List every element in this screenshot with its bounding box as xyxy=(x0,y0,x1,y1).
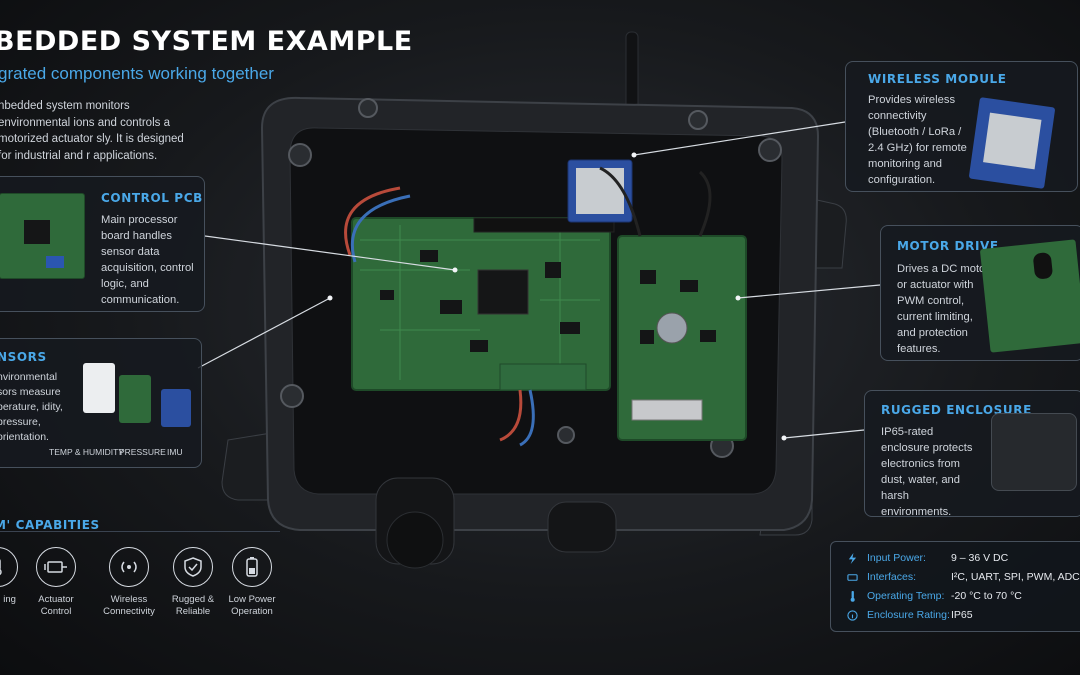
sensor-caption-temp: TEMP & HUMIDITY xyxy=(49,447,124,457)
temp-humidity-sensor xyxy=(83,363,115,413)
bolt-icon xyxy=(848,553,857,564)
antenna xyxy=(625,31,639,113)
capability-label: ental ing xyxy=(0,594,16,605)
imu-sensor xyxy=(161,389,191,427)
motor-drive-title: MOTOR DRIVE xyxy=(897,239,999,253)
spec-value: I²C, UART, SPI, PWM, ADC, GPIO xyxy=(951,571,1080,583)
battery-icon xyxy=(232,547,272,587)
capability-wireless-connectivity: Wireless Connectivity xyxy=(97,547,161,618)
terminal-block xyxy=(499,363,587,391)
control-pcb-card: CONTROL PCB Main processor board handles… xyxy=(0,176,205,312)
thermometer-icon xyxy=(0,547,18,587)
pcb-components xyxy=(380,250,580,352)
sensors-description: nvironmental sors measure perature, idit… xyxy=(0,371,63,443)
processor-chip xyxy=(477,269,529,315)
rugged-enclosure-thumbnail xyxy=(991,413,1077,491)
capabilities-divider xyxy=(0,531,280,532)
control-pcb-thumbnail xyxy=(0,193,85,279)
info-icon xyxy=(847,610,858,621)
pressure-sensor xyxy=(119,375,151,423)
wireless-icon xyxy=(109,547,149,587)
capability-label: Wireless Connectivity xyxy=(103,594,155,617)
wireless-module-description: Provides wireless connectivity (Bluetoot… xyxy=(868,94,967,186)
sensor-caption-imu: IMU xyxy=(167,447,183,457)
capacitor xyxy=(656,312,688,344)
control-pcb-description: Main processor board handles sensor data… xyxy=(101,214,194,306)
rugged-enclosure-description: IP65-rated enclosure protects electronic… xyxy=(881,426,973,517)
cable-gland xyxy=(375,477,455,569)
capability-rugged-reliable: Rugged & Reliable xyxy=(161,547,225,618)
motor-drive-card: MOTOR DRIVE Drives a DC motor or actuato… xyxy=(880,225,1080,361)
capability-environmental-sensing: ental ing xyxy=(0,547,30,606)
sensors-card: NSORS nvironmental sors measure perature… xyxy=(0,338,202,468)
shield-icon xyxy=(173,547,213,587)
motor-terminal xyxy=(631,399,703,421)
page-title: BEDDED SYSTEM EXAMPLE xyxy=(0,26,413,57)
motor-icon xyxy=(36,547,76,587)
motor-drive-description: Drives a DC motor or actuator with PWM c… xyxy=(897,263,990,355)
callout-lines xyxy=(197,121,881,439)
specs-panel: Input Power: 9 – 36 V DC Interfaces: I²C… xyxy=(830,541,1080,632)
thermometer-icon xyxy=(850,591,855,602)
spec-value: 9 – 36 V DC xyxy=(951,552,1009,564)
spec-value: IP65 xyxy=(951,609,973,621)
spec-value: -20 °C to 70 °C xyxy=(951,590,1022,602)
capability-low-power: Low Power Operation xyxy=(220,547,284,618)
capability-label: Actuator Control xyxy=(38,594,74,617)
spec-label: Operating Temp: xyxy=(867,590,945,602)
wireless-module-card: WIRELESS MODULE Provides wireless connec… xyxy=(845,61,1078,192)
spec-label: Enclosure Rating: xyxy=(867,609,950,621)
page-subtitle: grated components working together xyxy=(0,64,274,83)
spec-label: Interfaces: xyxy=(867,571,917,583)
capability-label: Rugged & Reliable xyxy=(171,594,215,617)
sensors-title: NSORS xyxy=(0,350,47,364)
cable-gland xyxy=(547,501,617,553)
spec-label: Input Power: xyxy=(867,552,926,564)
interface-icon xyxy=(847,574,858,581)
capability-actuator-control: Actuator Control xyxy=(24,547,88,618)
motor-drive-thumbnail xyxy=(979,239,1080,353)
capability-label: Low Power Operation xyxy=(228,594,276,617)
rugged-enclosure-card: RUGGED ENCLOSURE IP65-rated enclosure pr… xyxy=(864,390,1080,517)
wireless-module-title: WIRELESS MODULE xyxy=(868,72,1007,86)
wireless-module-thumbnail xyxy=(968,97,1056,189)
sensor-caption-pressure: PRESSURE xyxy=(119,447,166,457)
control-pcb-title: CONTROL PCB xyxy=(101,191,203,205)
intro-text: nbedded system monitors environmental io… xyxy=(0,100,184,163)
capabilities-title: M' CAPABITIES xyxy=(0,518,100,532)
